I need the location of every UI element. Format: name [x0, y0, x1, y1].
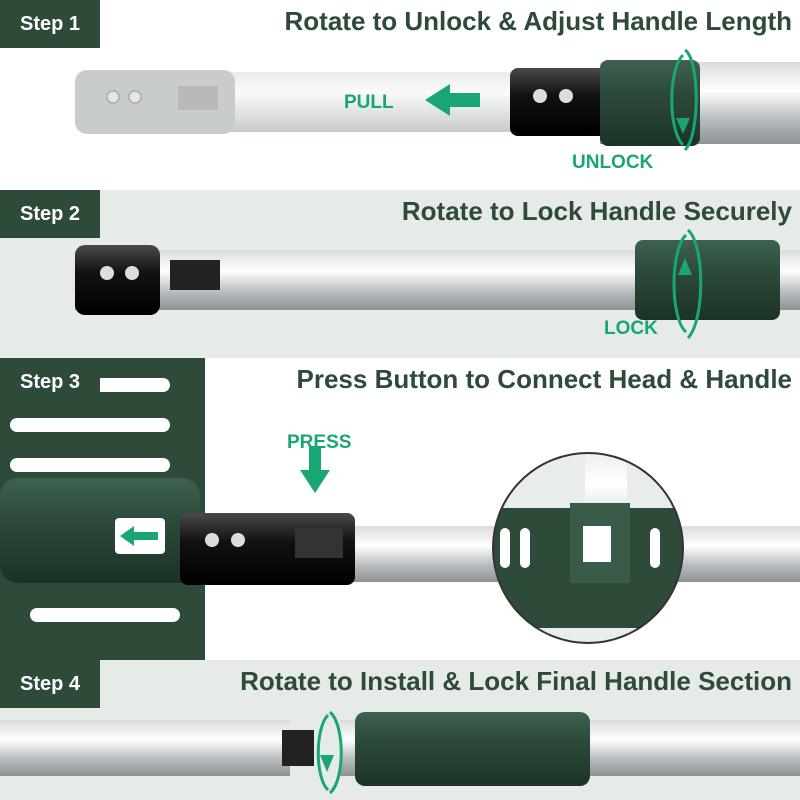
- step-4-panel: Step 4 Rotate to Install & Lock Final Ha…: [0, 660, 800, 800]
- left-arrow-icon: [120, 526, 158, 546]
- step-3-title: Press Button to Connect Head & Handle: [296, 364, 793, 394]
- left-arrow-icon: [425, 84, 480, 116]
- unlock-callout: UNLOCK: [572, 152, 654, 173]
- step-1-badge: Step 1: [0, 0, 100, 48]
- press-callout: PRESS: [287, 432, 352, 453]
- rotate-arrow-icon: [316, 710, 343, 795]
- step-3-panel: Step 3 Press Button to Connect Head & Ha…: [0, 358, 800, 660]
- down-arrow-icon: [300, 446, 330, 493]
- pull-callout: PULL: [344, 92, 394, 113]
- step-1-title: Rotate to Unlock & Adjust Handle Length: [284, 6, 792, 36]
- step-2-illustration: [75, 228, 800, 340]
- step-4-title: Rotate to Install & Lock Final Handle Se…: [240, 666, 792, 696]
- rotate-arrow-icon: [672, 228, 703, 340]
- step-1-illustration: [75, 48, 800, 152]
- step-3-illustration: [0, 358, 800, 660]
- step-4-illustration: [0, 710, 800, 795]
- step-1-panel: Step 1 Rotate to Unlock & Adjust Handle …: [0, 0, 800, 190]
- step-2-panel: Step 2 Rotate to Lock Handle Securely LO…: [0, 190, 800, 358]
- step-3-badge: Step 3: [0, 358, 100, 406]
- step-2-badge: Step 2: [0, 190, 100, 238]
- step-2-title: Rotate to Lock Handle Securely: [401, 196, 792, 226]
- step-4-badge: Step 4: [0, 660, 100, 708]
- rotate-arrow-icon: [670, 48, 698, 152]
- lock-callout: LOCK: [604, 318, 658, 339]
